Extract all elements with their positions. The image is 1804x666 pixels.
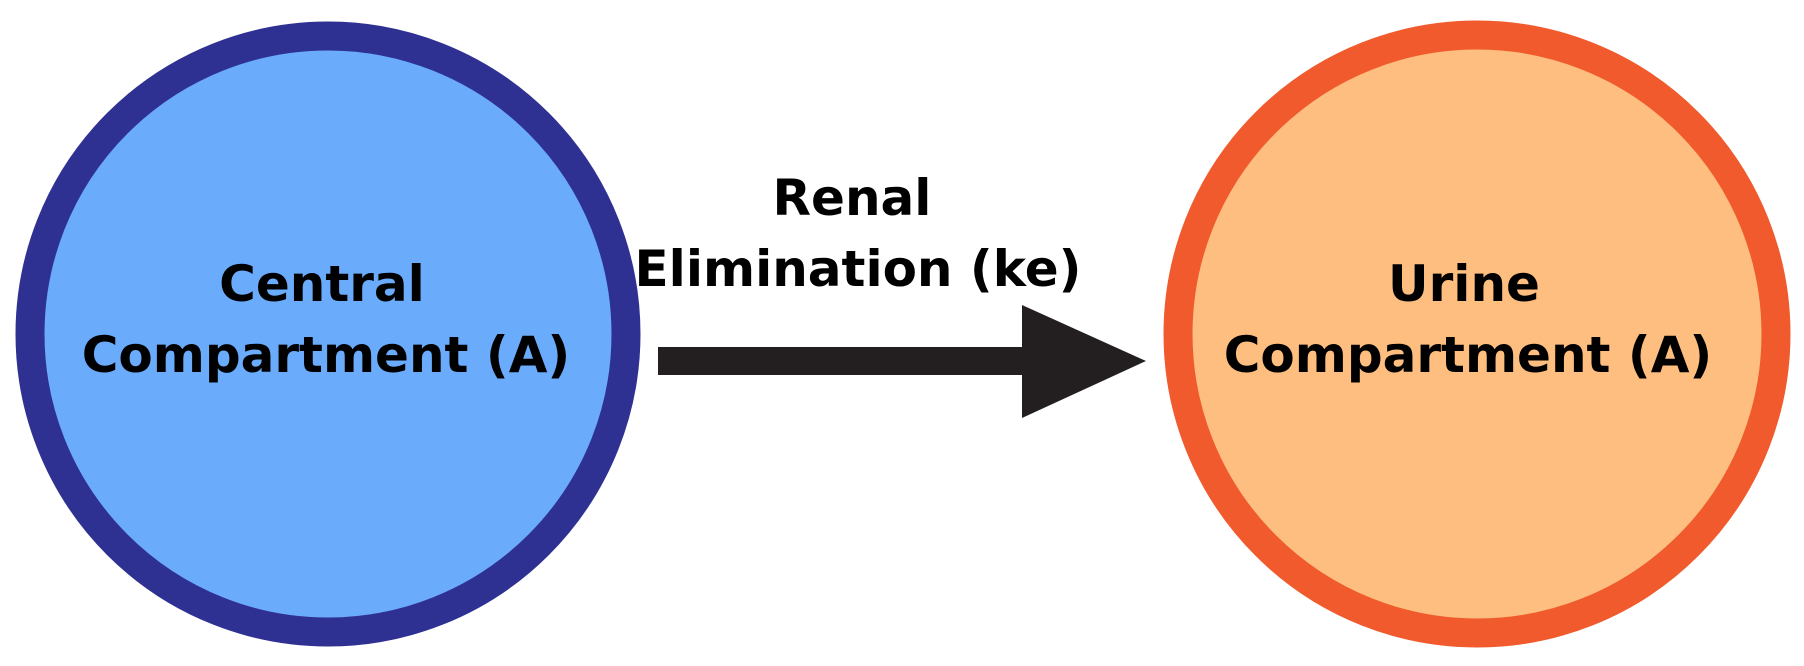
arrow-right-icon [658, 305, 1146, 418]
central-compartment-label-line-1: Central [219, 255, 425, 313]
urine-compartment-label-line-2: Compartment (A) [1224, 326, 1713, 384]
urine-compartment-node: Urine Compartment (A) [1163, 20, 1791, 648]
edge-label-line-2: Elimination (ke) [635, 240, 1082, 298]
urine-compartment-circle [1163, 20, 1791, 648]
central-compartment-circle [15, 21, 641, 647]
central-compartment-label-line-2: Compartment (A) [82, 326, 571, 384]
edge-label-line-1: Renal [773, 169, 932, 227]
urine-compartment-label-line-1: Urine [1388, 255, 1540, 313]
renal-elimination-edge: Renal Elimination (ke) [635, 169, 1146, 418]
central-compartment-node: Central Compartment (A) [15, 21, 641, 647]
